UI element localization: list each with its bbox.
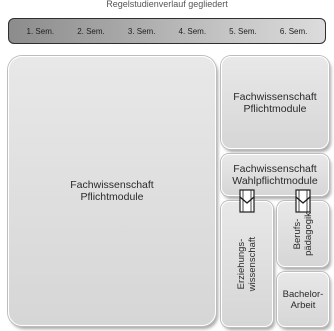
fachwissenschaft-pflichtmodule-large-label: Fachwissenschaft Pflichtmodule — [70, 179, 153, 203]
label-line-1: Bachelor- — [282, 288, 324, 300]
fachwissenschaft-pflichtmodule-small-label: Fachwissenschaft Pflichtmodule — [233, 91, 316, 115]
label-line-1: Fachwissenschaft — [70, 179, 154, 191]
erziehungswissenschaft-label: Erziehungs- wissenschaft — [236, 237, 258, 291]
label-line-2: Wahlpflichtmodule — [232, 175, 318, 187]
label-line-2: Pflichtmodule — [243, 102, 307, 115]
semester-3-label: 3. Sem. — [127, 26, 156, 36]
semester-bar: 1. Sem. 2. Sem. 3. Sem. 4. Sem. 5. Sem. … — [8, 18, 326, 44]
header-title: Regelstudienverlauf gegliedert — [106, 0, 228, 9]
connector-erziehungswissenschaft — [239, 189, 255, 213]
bachelorarbeit-label: Bachelor- Arbeit — [283, 289, 324, 311]
label-line-1: Erziehungs- — [236, 238, 248, 290]
bachelorarbeit-box: Bachelor- Arbeit — [277, 272, 329, 327]
fachwissenschaft-pflichtmodule-large-box: Fachwissenschaft Pflichtmodule — [8, 56, 216, 326]
semester-6-label: 6. Sem. — [279, 26, 308, 36]
label-line-1: Berufs- — [291, 218, 303, 250]
semester-2-label: 2. Sem. — [77, 26, 105, 36]
label-line-2: Pflichtmodule — [80, 191, 144, 203]
fachwissenschaft-wahlpflichtmodule-label: Fachwissenschaft Wahlpflichtmodule — [232, 163, 317, 187]
fachwissenschaft-pflichtmodule-small-box: Fachwissenschaft Pflichtmodule — [221, 56, 329, 149]
semester-1-label: 1. Sem. — [26, 26, 55, 36]
label-line-1: Fachwissenschaft — [233, 163, 317, 175]
berufspaedagogik-label: Berufs- pädagogik — [292, 212, 314, 256]
fachwissenschaft-wahlpflichtmodule-box: Fachwissenschaft Wahlpflichtmodule — [221, 154, 329, 196]
semester-5-label: 5. Sem. — [229, 26, 257, 36]
erziehungswissenschaft-box: Erziehungs- wissenschaft — [221, 201, 273, 327]
label-line-1: Fachwissenschaft — [233, 90, 317, 103]
connector-berufspaedagogik — [295, 189, 311, 213]
semester-4-label: 4. Sem. — [178, 26, 207, 36]
label-line-2: pädagogik — [302, 212, 314, 256]
label-line-2: wissenschaft — [247, 236, 259, 292]
label-line-2: Arbeit — [290, 299, 316, 311]
